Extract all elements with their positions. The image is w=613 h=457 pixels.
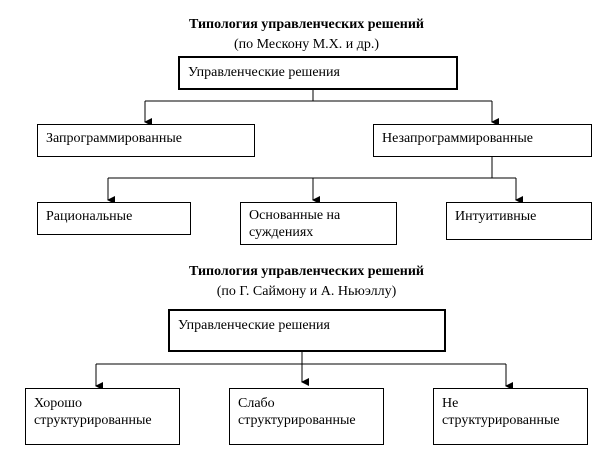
weakly-structured-line2: структурированные (238, 413, 356, 428)
programmed-box: Запрограммированные (37, 124, 255, 157)
well-structured-line1: Хорошо (34, 396, 83, 411)
intuitive-box: Интуитивные (446, 202, 592, 240)
diagram1-subtitle: (по Мескону М.Х. и др.) (233, 37, 380, 52)
programmed-label: Запрограммированные (46, 131, 182, 146)
unprogrammed-box: Незапрограммированные (373, 124, 592, 157)
diagram1-title: Типология управленческих решений (188, 17, 424, 32)
intuitive-label: Интуитивные (455, 209, 537, 224)
well-structured-box: Хорошо структурированные (25, 388, 180, 445)
unprogrammed-label: Незапрограммированные (382, 131, 533, 146)
judgment-label-line1: Основанные на (249, 208, 341, 223)
diagram2-root-label: Управленческие решения (178, 318, 330, 333)
diagram2-root-box: Управленческие решения (168, 309, 446, 352)
judgment-box: Основанные на суждениях (240, 202, 397, 245)
weakly-structured-box: Слабо структурированные (229, 388, 384, 445)
diagram1-root-box: Управленческие решения (178, 56, 458, 90)
unstructured-box: Не структурированные (433, 388, 588, 445)
judgment-label-line2: суждениях (249, 225, 314, 240)
diagram2-title: Типология управленческих решений (188, 264, 424, 279)
unstructured-line2: структурированные (442, 413, 560, 428)
diagram2-subtitle: (по Г. Саймону и А. Ньюэллу) (216, 284, 397, 299)
rational-label: Рациональные (46, 209, 133, 224)
diagram1-root-label: Управленческие решения (188, 65, 340, 80)
well-structured-line2: структурированные (34, 413, 152, 428)
weakly-structured-line1: Слабо (238, 396, 275, 411)
unstructured-line1: Не (442, 396, 459, 411)
rational-box: Рациональные (37, 202, 191, 235)
